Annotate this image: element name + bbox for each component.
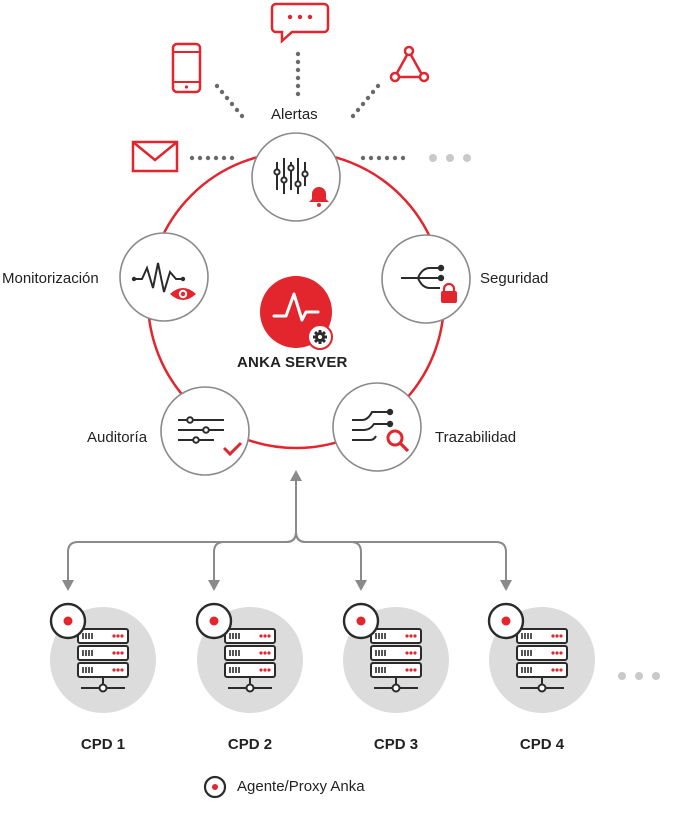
email-icon	[131, 140, 179, 173]
monitorizacion-node	[119, 232, 209, 322]
alertas-label: Alertas	[271, 106, 318, 123]
chat-bubble-icon	[270, 2, 330, 44]
cpd-2-server	[195, 602, 304, 714]
cpd-4-server	[487, 602, 596, 714]
gear-icon	[313, 330, 327, 344]
branch-icon	[401, 264, 445, 289]
magnifier-icon	[386, 429, 410, 453]
cpd-connector-tree	[67, 480, 507, 582]
seguridad-node	[381, 234, 471, 324]
cpd-2-label: CPD 2	[227, 736, 273, 753]
checkmark-icon	[222, 441, 243, 457]
server-title: ANKA SERVER	[237, 354, 348, 371]
trazabilidad-node	[332, 382, 422, 472]
cpd-1-server	[49, 602, 157, 714]
more-cpds-ellipsis	[618, 672, 660, 680]
legend-label: Agente/Proxy Anka	[237, 778, 365, 795]
more-channels-ellipsis	[429, 154, 471, 162]
monitorizacion-label: Monitorización	[2, 270, 99, 287]
agent-proxy-badge	[342, 602, 380, 640]
cpd-3-server	[342, 602, 450, 714]
agent-proxy-badge	[487, 602, 525, 640]
anka-server-logo	[260, 276, 333, 350]
alertas-node	[251, 132, 341, 222]
connector-arrowheads	[62, 470, 512, 591]
sliders-bell-icon	[273, 158, 309, 194]
eye-icon	[170, 288, 196, 300]
auditoria-node	[160, 386, 250, 476]
cpd-4-label: CPD 4	[519, 736, 565, 753]
webhook-icon	[389, 45, 430, 83]
agent-proxy-badge	[49, 602, 87, 640]
phone-icon	[171, 42, 202, 94]
traces-icon	[352, 408, 394, 441]
checklist-icon	[178, 416, 224, 444]
pulse-icon	[134, 262, 183, 293]
lock-icon	[441, 282, 457, 303]
agent-proxy-badge	[195, 602, 233, 640]
auditoria-label: Auditoría	[87, 429, 148, 446]
trazabilidad-label: Trazabilidad	[435, 429, 517, 446]
seguridad-label: Seguridad	[480, 270, 549, 287]
bell-icon	[309, 187, 329, 202]
legend-agent-icon	[203, 775, 227, 799]
cpd-1-label: CPD 1	[80, 736, 126, 753]
dotted-connectors	[189, 51, 406, 161]
cpd-3-label: CPD 3	[373, 736, 419, 753]
